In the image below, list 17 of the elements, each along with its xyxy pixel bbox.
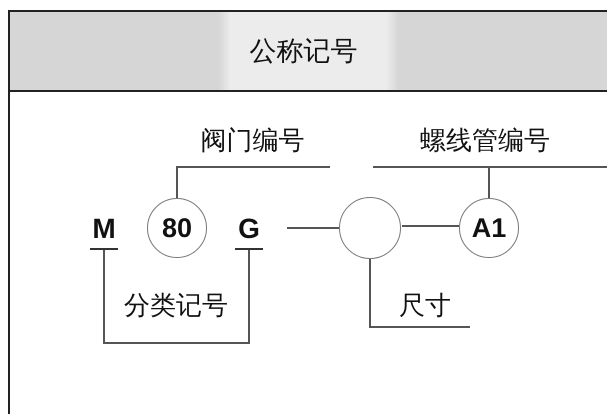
label-text: 螺线管编号 xyxy=(400,120,570,160)
label-text: 尺寸 xyxy=(392,286,458,324)
label-text: 阀门编号 xyxy=(185,120,320,160)
leader-line xyxy=(402,225,459,227)
code-circle: A1 xyxy=(459,198,519,258)
label-text: 分类记号 xyxy=(112,286,240,324)
leader-line xyxy=(176,250,250,344)
leader-line xyxy=(372,166,607,199)
code-letter: G xyxy=(235,210,263,250)
leader-line xyxy=(287,227,339,229)
empty-circle xyxy=(339,197,401,259)
leader-line xyxy=(103,250,176,344)
header-band: 公称记号 xyxy=(10,12,607,92)
leader-line xyxy=(369,259,470,328)
leader-line xyxy=(176,166,330,198)
code-letter: M xyxy=(90,210,118,250)
code-circle: 80 xyxy=(147,198,207,258)
